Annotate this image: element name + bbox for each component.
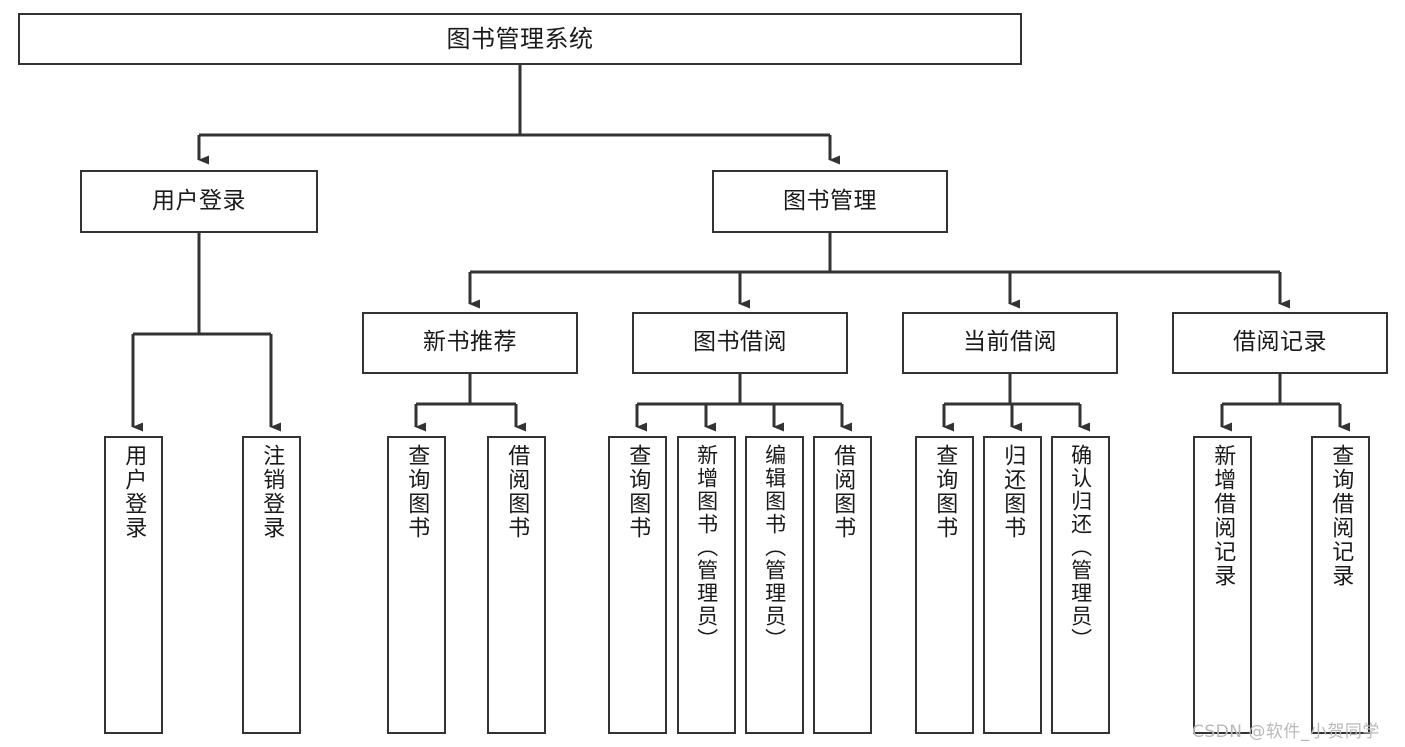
node-leaf-query-book-3[interactable]: 查询图书 — [915, 436, 974, 734]
node-label: 查询图书 — [625, 444, 651, 540]
node-leaf-user-login[interactable]: 用户登录 — [104, 436, 163, 734]
node-label: 当前借阅 — [963, 329, 1057, 356]
node-label: 图书管理系统 — [446, 24, 594, 53]
node-current-borrow[interactable]: 当前借阅 — [902, 312, 1118, 374]
node-book-management-system[interactable]: 图书管理系统 — [18, 13, 1022, 65]
node-label: 查询借阅记录 — [1328, 444, 1354, 588]
node-label: 用户登录 — [121, 444, 147, 540]
node-label: 图书管理 — [783, 187, 877, 214]
node-label: 编辑图书（管理员） — [762, 444, 787, 651]
node-label: 借阅记录 — [1233, 329, 1327, 356]
node-label: 借阅图书 — [830, 444, 856, 540]
node-label: 新增图书（管理员） — [694, 444, 719, 651]
csdn-watermark: CSDN @软件_小贺同学 — [1192, 722, 1380, 742]
node-leaf-add-borrow-record[interactable]: 新增借阅记录 — [1193, 436, 1252, 734]
node-leaf-query-book-1[interactable]: 查询图书 — [387, 436, 446, 734]
node-book-borrow[interactable]: 图书借阅 — [632, 312, 848, 374]
node-leaf-edit-book[interactable]: 编辑图书（管理员） — [745, 436, 804, 734]
node-leaf-borrow-book-1[interactable]: 借阅图书 — [487, 436, 546, 734]
node-label: 新增借阅记录 — [1210, 444, 1236, 588]
node-leaf-query-borrow-record[interactable]: 查询借阅记录 — [1311, 436, 1370, 734]
node-leaf-logout-login[interactable]: 注销登录 — [242, 436, 301, 734]
node-borrow-record[interactable]: 借阅记录 — [1172, 312, 1388, 374]
node-leaf-add-book[interactable]: 新增图书（管理员） — [677, 436, 736, 734]
node-label: 图书借阅 — [693, 329, 787, 356]
node-label: 归还图书 — [1000, 444, 1026, 540]
node-label: 确认归还（管理员） — [1068, 444, 1093, 651]
node-book-management[interactable]: 图书管理 — [712, 170, 948, 233]
node-leaf-query-book-2[interactable]: 查询图书 — [608, 436, 667, 734]
node-label: 查询图书 — [932, 444, 958, 540]
node-label: 用户登录 — [152, 187, 246, 214]
node-new-book-recommend[interactable]: 新书推荐 — [362, 312, 578, 374]
node-leaf-confirm-return[interactable]: 确认归还（管理员） — [1051, 436, 1110, 734]
node-label: 新书推荐 — [423, 329, 517, 356]
node-user-login[interactable]: 用户登录 — [80, 170, 318, 233]
node-label: 注销登录 — [259, 444, 285, 540]
node-label: 借阅图书 — [504, 444, 530, 540]
node-leaf-return-book[interactable]: 归还图书 — [983, 436, 1042, 734]
node-label: 查询图书 — [404, 444, 430, 540]
node-leaf-borrow-book-2[interactable]: 借阅图书 — [813, 436, 872, 734]
